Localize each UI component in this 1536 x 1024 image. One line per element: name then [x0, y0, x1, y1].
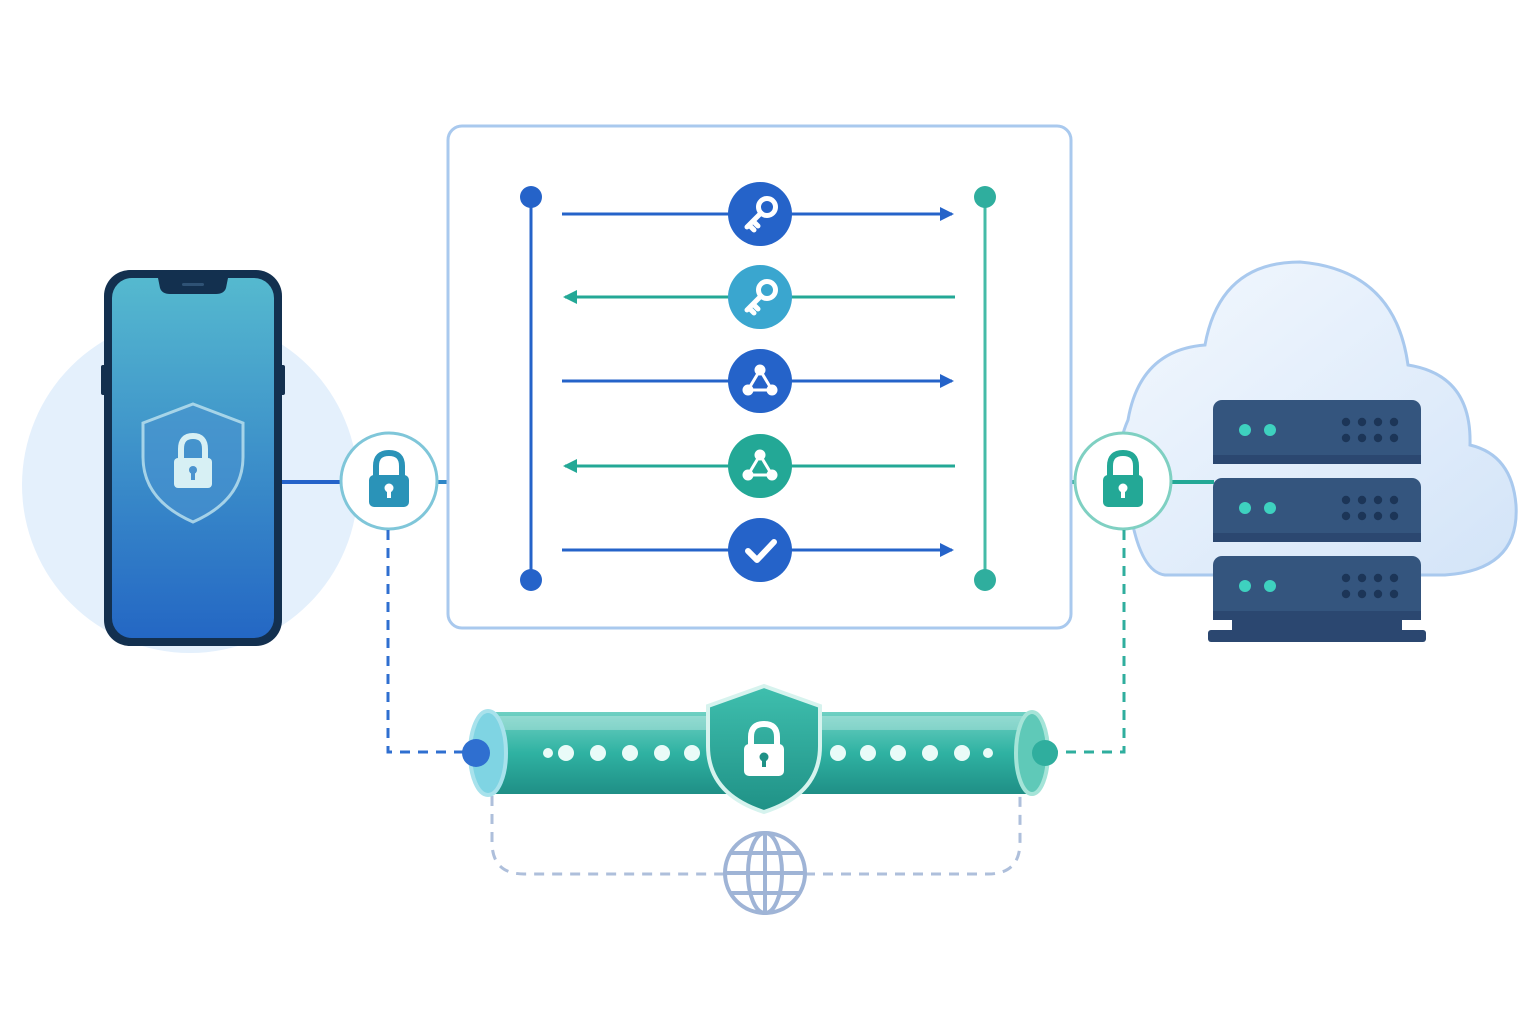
client-timeline — [520, 186, 542, 591]
vent-hole — [1389, 495, 1399, 505]
data-packet — [558, 745, 574, 761]
vent-hole — [1341, 589, 1351, 599]
data-packet — [922, 745, 938, 761]
vent-hole — [1373, 589, 1383, 599]
server-tunnel-path — [1050, 530, 1126, 754]
internet-path — [490, 796, 1022, 876]
vent-hole — [1357, 433, 1367, 443]
status-led — [1239, 580, 1251, 592]
vent-hole — [1341, 573, 1351, 583]
handshake-step — [563, 434, 955, 498]
vent-hole — [1357, 589, 1367, 599]
vent-hole — [1389, 511, 1399, 521]
vent-hole — [1357, 417, 1367, 427]
server-rack-icon — [1208, 400, 1426, 642]
vent-hole — [1341, 495, 1351, 505]
handshake-step — [562, 518, 954, 582]
checkmark-icon — [728, 518, 792, 582]
handshake-steps — [562, 182, 955, 582]
vent-hole — [1373, 573, 1383, 583]
device-shield-lock-icon — [141, 402, 245, 524]
data-packet — [860, 745, 876, 761]
vent-hole — [1373, 417, 1383, 427]
vent-hole — [1357, 511, 1367, 521]
client-lock-badge — [339, 431, 439, 531]
vent-hole — [1341, 433, 1351, 443]
data-packet — [983, 748, 993, 758]
vent-hole — [1373, 433, 1383, 443]
tunnel-shield-lock-icon — [706, 683, 822, 815]
key-exchange-icon — [728, 349, 792, 413]
globe-icon — [723, 831, 807, 915]
handshake-step — [562, 349, 954, 413]
vent-hole — [1357, 573, 1367, 583]
vent-hole — [1389, 433, 1399, 443]
status-led — [1239, 502, 1251, 514]
status-led — [1264, 580, 1276, 592]
data-packet — [684, 745, 700, 761]
key-icon — [728, 182, 792, 246]
status-led — [1264, 502, 1276, 514]
handshake-step — [562, 182, 954, 246]
data-packets — [543, 745, 993, 761]
server-lock-badge — [1073, 431, 1173, 531]
vent-hole — [1341, 417, 1351, 427]
vent-hole — [1389, 417, 1399, 427]
client-tunnel-path — [386, 530, 470, 754]
status-led — [1264, 424, 1276, 436]
data-packet — [830, 745, 846, 761]
key-icon — [728, 265, 792, 329]
vent-hole — [1389, 589, 1399, 599]
data-packet — [654, 745, 670, 761]
vent-hole — [1357, 495, 1367, 505]
status-led — [1239, 424, 1251, 436]
data-packet — [543, 748, 553, 758]
key-exchange-icon — [728, 434, 792, 498]
data-packet — [890, 745, 906, 761]
data-packet — [622, 745, 638, 761]
server-timeline — [974, 186, 996, 591]
vent-hole — [1389, 573, 1399, 583]
vent-hole — [1341, 511, 1351, 521]
vent-hole — [1373, 511, 1383, 521]
vent-hole — [1373, 495, 1383, 505]
data-packet — [590, 745, 606, 761]
data-packet — [954, 745, 970, 761]
handshake-step — [563, 265, 955, 329]
